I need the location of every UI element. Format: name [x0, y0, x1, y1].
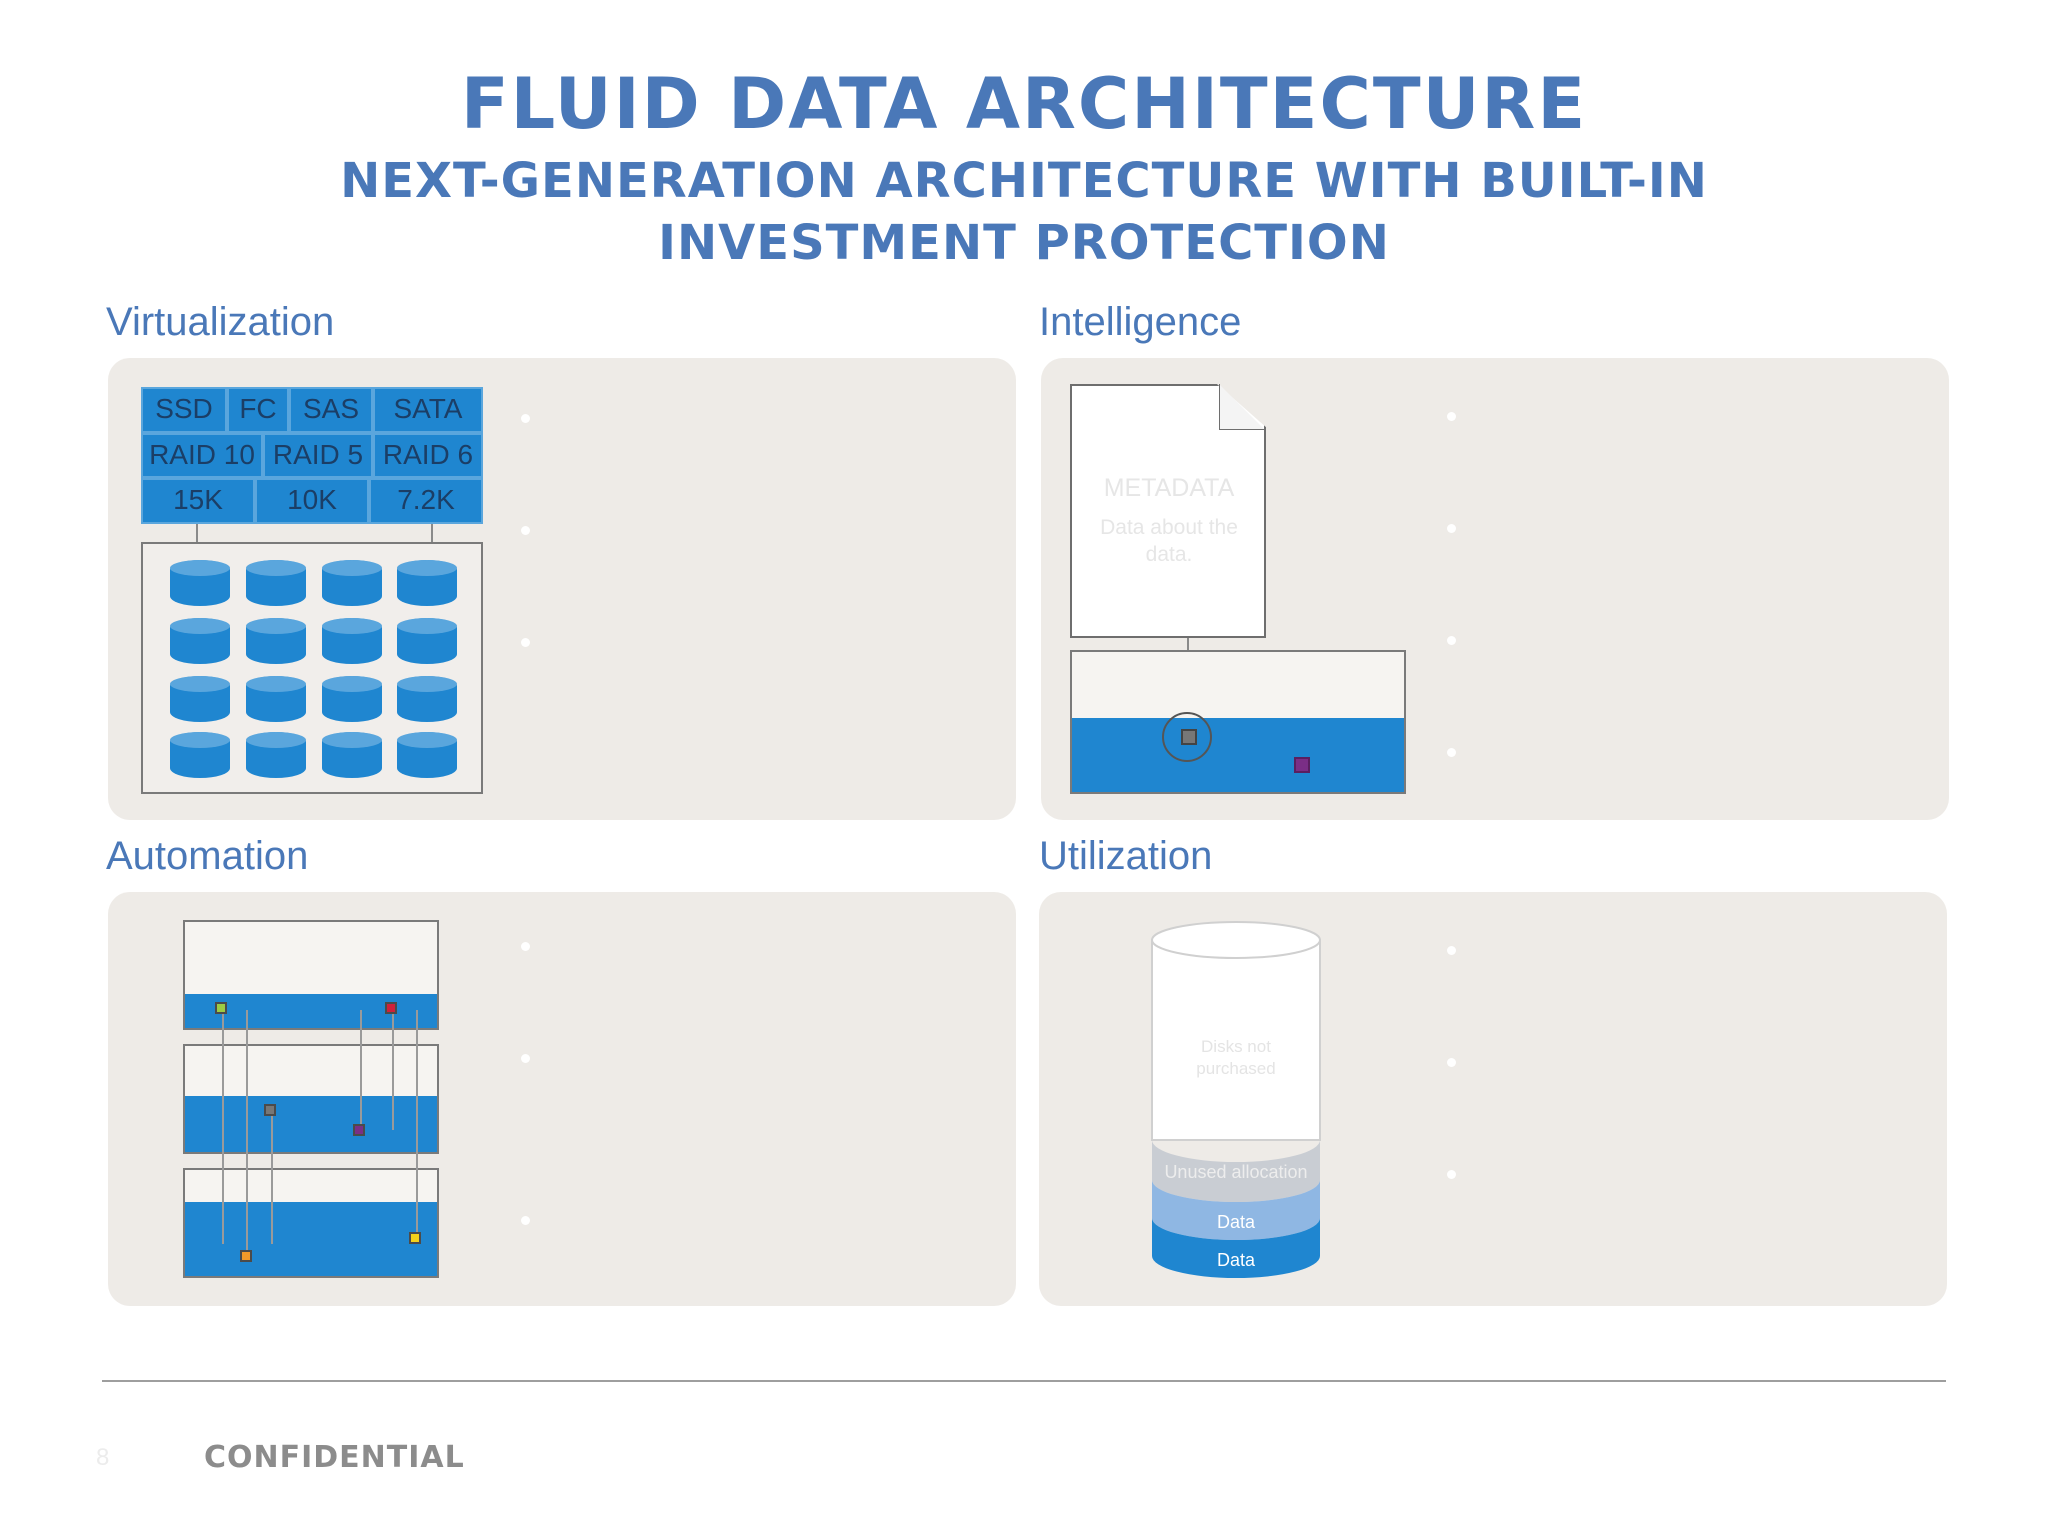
tier-cell: SATA: [373, 387, 483, 433]
data-block: [240, 1250, 252, 1262]
disk-drive-icon: [170, 560, 230, 606]
bullet-point: [1447, 1170, 1456, 1179]
connector-line: [431, 524, 433, 544]
data-block: [264, 1104, 276, 1116]
heading-utilization: Utilization: [1039, 834, 1213, 878]
layer-label-data: Data: [1216, 1250, 1256, 1270]
bullet-point: [521, 1216, 530, 1225]
layer-label-unused: Unused allocation: [1164, 1162, 1308, 1182]
tier-cell: SSD: [141, 387, 227, 433]
footer-divider: [102, 1380, 1946, 1382]
metadata-body: Data about the data.: [1100, 516, 1238, 566]
storage-utilization-cylinder: [1151, 921, 1321, 1278]
disk-drive-icon: [322, 676, 382, 722]
raid-cell: RAID 10: [141, 433, 263, 478]
connector-line: [196, 524, 198, 544]
tier-rack-middle: [183, 1044, 439, 1154]
bullet-point: [1447, 412, 1456, 421]
bullet-point: [1447, 636, 1456, 645]
speed-cell: 7.2K: [369, 478, 483, 524]
storage-volume: [1070, 650, 1406, 794]
bullet-point: [521, 414, 530, 423]
tier-cell: SAS: [289, 387, 373, 433]
disk-drive-icon: [397, 732, 457, 778]
slide-subtitle: NEXT-GENERATION ARCHITECTURE WITH BUILT-…: [340, 153, 1708, 271]
migration-line: [246, 1010, 248, 1250]
disk-drive-icon: [322, 732, 382, 778]
bullet-point: [1447, 1058, 1456, 1067]
disk-drive-icon: [170, 732, 230, 778]
disk-drive-icon: [170, 618, 230, 664]
migration-line: [271, 1110, 273, 1244]
disk-drive-icon: [246, 560, 306, 606]
page-fold-icon: [1219, 384, 1265, 430]
data-band: [185, 1096, 437, 1152]
data-block: [385, 1002, 397, 1014]
confidential-label: CONFIDENTIAL: [204, 1440, 465, 1475]
disk-drive-icon: [397, 676, 457, 722]
data-block: [1181, 729, 1197, 745]
metadata-title: METADATA: [1103, 474, 1235, 502]
migration-line: [392, 1010, 394, 1130]
data-block: [1294, 757, 1310, 773]
heading-intelligence: Intelligence: [1039, 300, 1242, 344]
bullet-point: [521, 942, 530, 951]
speed-cell: 10K: [255, 478, 369, 524]
slide-title: FLUID DATA ARCHITECTURE: [460, 63, 1588, 145]
bullet-point: [1447, 748, 1456, 757]
disk-drive-icon: [246, 618, 306, 664]
migration-line: [222, 1010, 224, 1244]
bullet-point: [1447, 946, 1456, 955]
layer-label-data: Data: [1216, 1212, 1256, 1232]
raid-cell: RAID 5: [263, 433, 373, 478]
migration-line: [360, 1010, 362, 1130]
disk-drive-icon: [246, 732, 306, 778]
page-number: 8: [96, 1444, 110, 1471]
disk-drive-icon: [397, 618, 457, 664]
disk-drive-icon: [322, 618, 382, 664]
focus-circle: [1162, 712, 1212, 762]
disk-drive-icon: [397, 560, 457, 606]
tier-cell: FC: [227, 387, 289, 433]
bullet-point: [1447, 524, 1456, 533]
bullet-point: [521, 1054, 530, 1063]
disk-drive-icon: [322, 560, 382, 606]
raid-cell: RAID 6: [373, 433, 483, 478]
bullet-point: [521, 526, 530, 535]
heading-virtualization: Virtualization: [106, 300, 335, 344]
data-block: [353, 1124, 365, 1136]
tier-rack-bottom: [183, 1168, 439, 1278]
data-block: [215, 1002, 227, 1014]
data-band: [185, 1202, 437, 1276]
data-band: [1072, 718, 1404, 792]
disk-drive-icon: [246, 676, 306, 722]
speed-cell: 15K: [141, 478, 255, 524]
data-block: [409, 1232, 421, 1244]
disk-drive-icon: [170, 676, 230, 722]
migration-line: [416, 1010, 418, 1238]
bullet-point: [521, 638, 530, 647]
layer-label-not-purchased: Disks not purchased: [1196, 1037, 1276, 1078]
heading-automation: Automation: [106, 834, 309, 878]
